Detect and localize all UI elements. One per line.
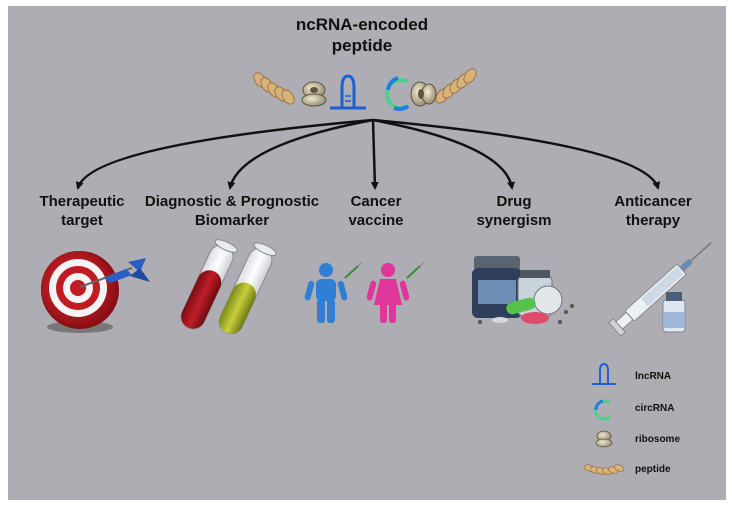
- peptide-icon: [253, 72, 295, 105]
- vaccination-people-icon: [304, 261, 425, 323]
- circrna-icon: [384, 76, 410, 112]
- legend-label-circrna: circRNA: [635, 403, 675, 414]
- arrow-vaccine: [370, 119, 379, 190]
- female-figure: [366, 263, 410, 323]
- label-therapeutic-target: Therapeutic target: [39, 193, 125, 229]
- legend-label-peptide: peptide: [635, 464, 671, 475]
- branch-arrows: [75, 118, 661, 190]
- legend-label-ribosome: ribosome: [635, 434, 681, 445]
- title-line-2: peptide: [331, 36, 393, 55]
- title-line-1: ncRNA-encoded: [295, 15, 429, 34]
- syringe-small-icon: [344, 261, 363, 279]
- syringe-vial-icon: [608, 241, 712, 337]
- arrow-drug: [372, 118, 515, 190]
- legend-label-lncrna: lncRNA: [635, 371, 672, 382]
- lncrna-icon: [330, 74, 366, 110]
- ribosome-icon: [410, 81, 437, 107]
- male-figure: [304, 263, 348, 323]
- label-cancer-vaccine: Cancer vaccine: [348, 193, 404, 229]
- arrow-biomarker: [227, 118, 374, 190]
- legend-peptide-icon: [583, 464, 625, 475]
- ribosome-icon: [301, 81, 327, 107]
- dartboard-icon: [41, 251, 150, 333]
- test-tubes-icon: [180, 239, 277, 335]
- label-anticancer-therapy: Anticancer therapy: [614, 193, 692, 229]
- arrow-therapeutic: [75, 118, 374, 190]
- diagram-title: ncRNA-encoded peptide: [262, 14, 462, 56]
- syringe-small-icon: [406, 261, 425, 279]
- legend-ribosome-icon: [595, 430, 613, 448]
- pills-icon: [472, 256, 574, 324]
- legend-lncrna-icon: [592, 362, 616, 385]
- legend-circrna-icon: [593, 399, 611, 421]
- label-biomarker: Diagnostic & Prognostic Biomarker: [144, 193, 320, 229]
- label-drug-synergism: Drug synergism: [476, 193, 552, 229]
- arrow-anticancer: [372, 118, 661, 190]
- peptide-icon: [435, 68, 477, 104]
